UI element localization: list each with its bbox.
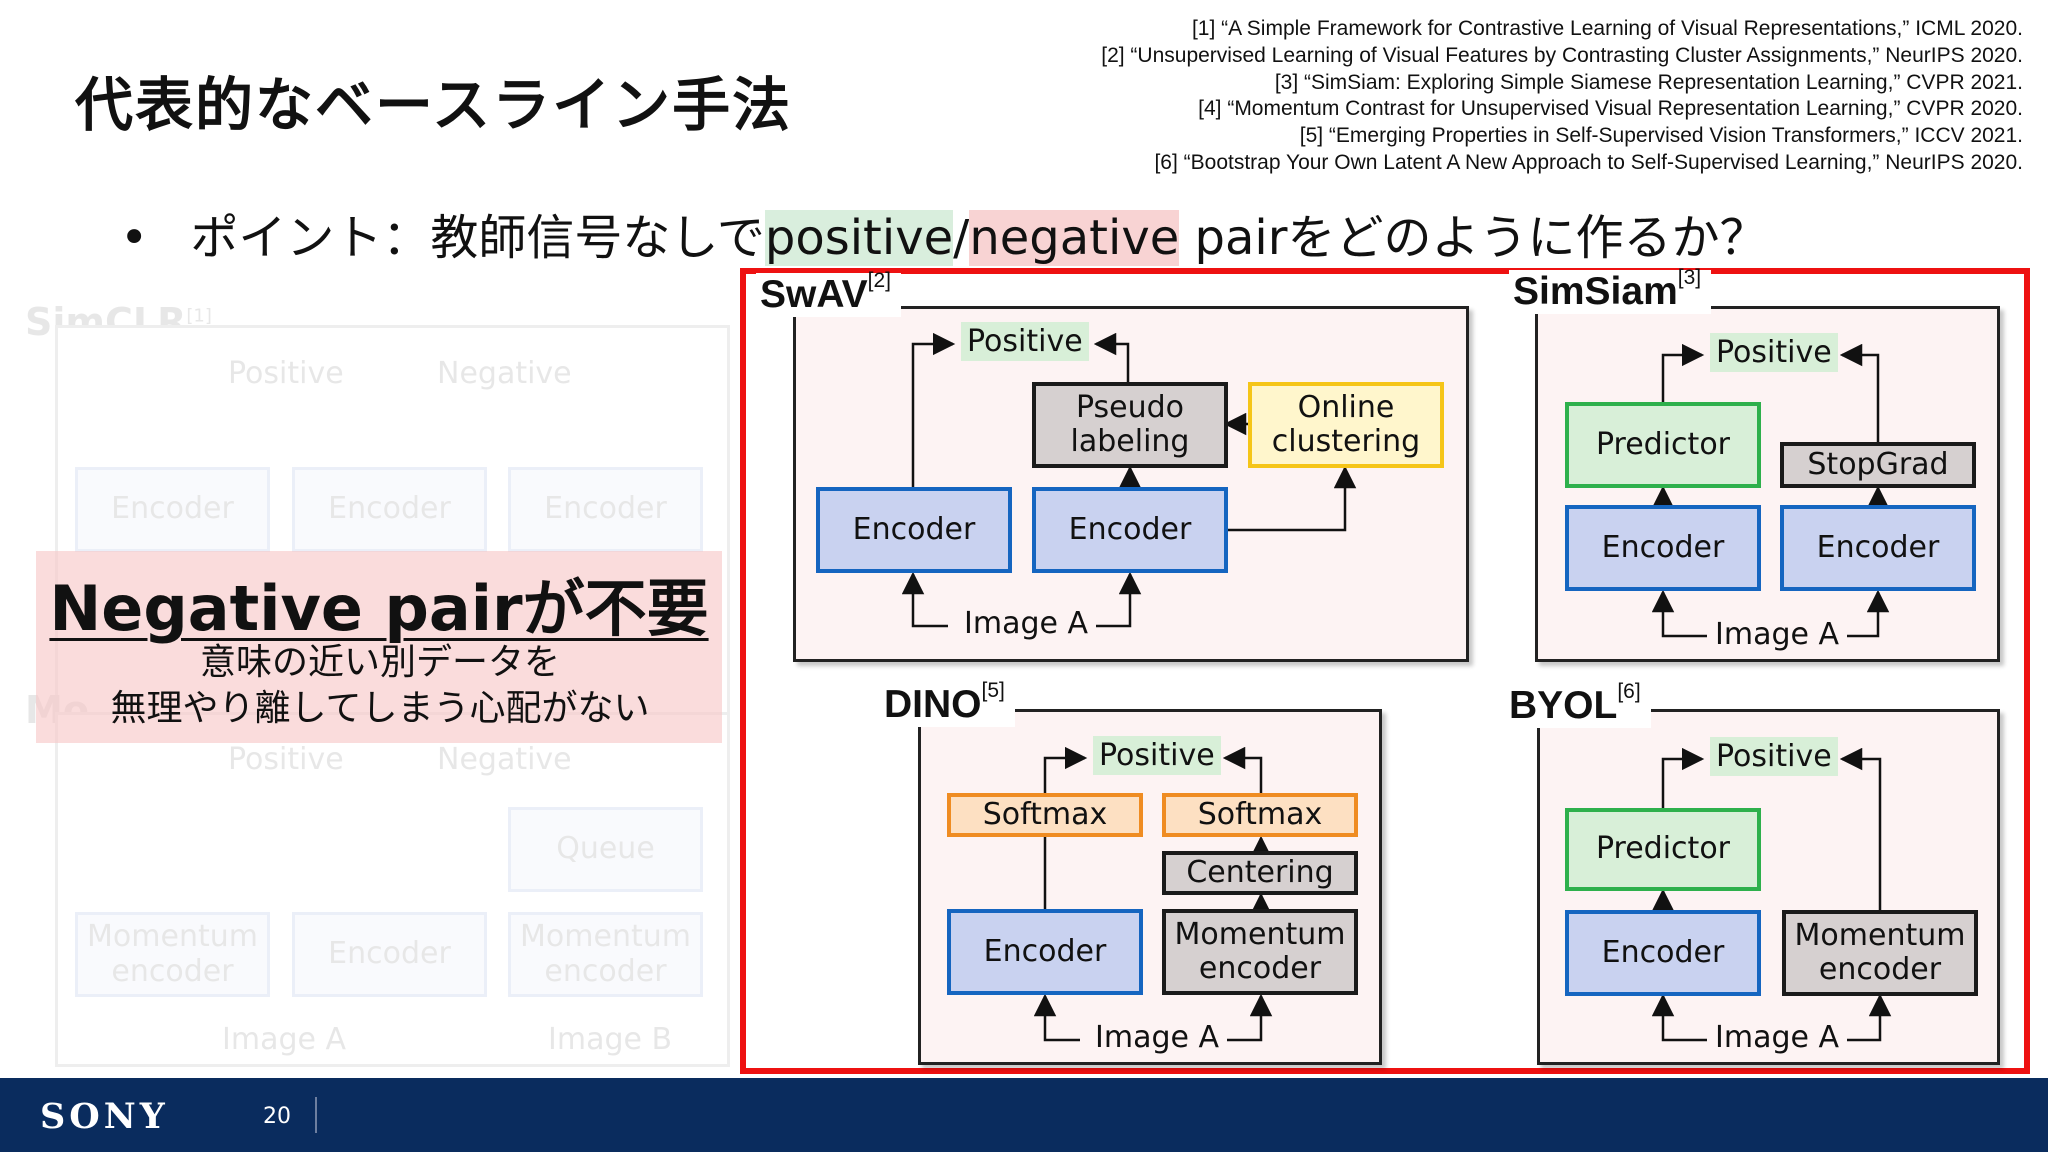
simsiam-positive-label: Positive: [1710, 333, 1838, 372]
negative-highlight: negative: [969, 210, 1180, 266]
moco-encoder: Encoder: [292, 912, 487, 997]
negative-pair-banner: [36, 551, 722, 743]
simclr-encoder-2: Encoder: [292, 467, 487, 552]
dino-encoder: Encoder: [947, 909, 1143, 995]
moco-negative: Negative: [437, 742, 572, 777]
banner-title: Negative pairが不要: [49, 572, 709, 645]
dino-image-label: Image A: [1087, 1020, 1228, 1055]
byol-positive-label: Positive: [1710, 737, 1838, 776]
moco-positive: Positive: [228, 742, 344, 777]
dino-positive-label: Positive: [1093, 736, 1221, 775]
dino-centering-box: Centering: [1162, 851, 1358, 895]
swav-panel: [793, 306, 1469, 662]
sony-logo: SONY: [40, 1096, 169, 1137]
reference-1: [1] “A Simple Framework for Contrastive …: [1191, 17, 2023, 40]
simsiam-title: SimSiam[3]: [1509, 266, 1712, 314]
slide-title: 代表的なベースライン手法: [75, 71, 793, 139]
footer-divider: [315, 1097, 317, 1133]
point-suffix: pairをどのように作るか？: [1179, 210, 1768, 266]
key-point: • ポイント：教師信号なしでpositive/negative pairをどのよう…: [120, 198, 1767, 268]
byol-image-label: Image A: [1707, 1020, 1848, 1055]
banner-subtitle: 意味の近い別データを 無理やり離してしまう心配がない: [60, 640, 700, 732]
banner-line-1: 意味の近い別データを: [199, 642, 560, 683]
references: [1] “A Simple Framework for Contrastive …: [1101, 16, 2023, 177]
page-number: 20: [263, 1104, 291, 1129]
simsiam-encoder-1: Encoder: [1565, 505, 1761, 591]
banner-line-2: 無理やり離してしまう心配がない: [110, 688, 650, 729]
byol-predictor-box: Predictor: [1565, 808, 1761, 891]
simsiam-stopgrad-box: StopGrad: [1780, 442, 1976, 488]
highlight-frame: [740, 268, 2030, 1074]
simclr-negative: Negative: [437, 356, 572, 391]
dino-title: DINO[5]: [880, 679, 1015, 727]
byol-title: BYOL[6]: [1505, 680, 1651, 728]
swav-image-label: Image A: [956, 606, 1097, 641]
simsiam-image-label: Image A: [1707, 617, 1848, 652]
simclr-positive: Positive: [228, 356, 344, 391]
moco-queue: Queue: [508, 807, 703, 892]
swav-encoder-1: Encoder: [816, 487, 1012, 573]
simclr-encoder-3: Encoder: [508, 467, 703, 552]
reference-2: [2] “Unsupervised Learning of Visual Fea…: [1101, 43, 2023, 67]
swav-title: SwAV[2]: [756, 269, 901, 317]
moco-panel: [55, 712, 730, 1067]
simsiam-predictor-box: Predictor: [1565, 402, 1761, 488]
bullet: •: [120, 210, 149, 266]
reference-3: [3] “SimSiam: Exploring Simple Siamese R…: [1274, 70, 2023, 94]
reference-6: [6] “Bootstrap Your Own Latent A New App…: [1154, 150, 2023, 174]
simclr-encoder-1: Encoder: [75, 467, 270, 552]
positive-highlight: positive: [764, 210, 954, 266]
reference-5: [5] “Emerging Properties in Self-Supervi…: [1299, 124, 2023, 148]
dino-softmax-2: Softmax: [1162, 793, 1358, 837]
moco-image-b: Image B: [548, 1022, 673, 1057]
byol-encoder: Encoder: [1565, 910, 1761, 996]
dino-softmax-1: Softmax: [947, 793, 1143, 837]
swav-positive-label: Positive: [961, 322, 1089, 361]
simsiam-encoder-2: Encoder: [1780, 505, 1976, 591]
reference-4: [4] “Momentum Contrast for Unsupervised …: [1198, 97, 2023, 121]
moco-image-a: Image A: [222, 1022, 347, 1057]
slash: /: [953, 210, 970, 266]
footer-bar: [0, 1078, 2048, 1152]
simclr-title: SimCLR[1]: [25, 300, 212, 344]
point-prefix: ポイント：教師信号なしで: [190, 210, 765, 266]
swav-encoder-2: Encoder: [1032, 487, 1228, 573]
